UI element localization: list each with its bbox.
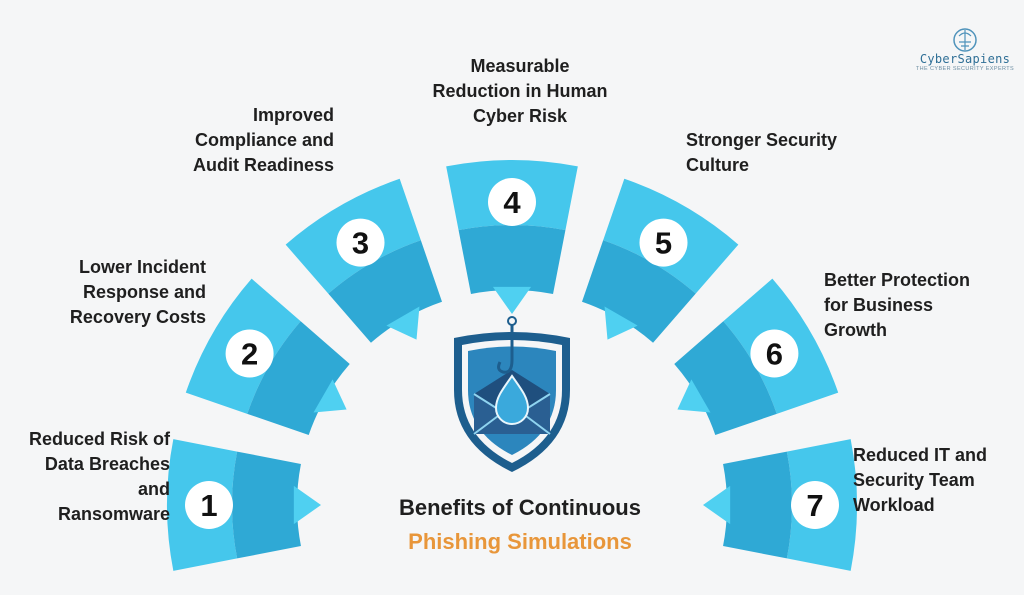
benefit-segment-2: 2 [185, 278, 350, 436]
shield-phishing-icon [454, 316, 570, 472]
benefit-segment-7: 7 [703, 439, 857, 571]
benefit-number: 4 [503, 185, 521, 220]
benefit-label-line: Stronger Security [686, 130, 838, 150]
benefit-number: 1 [200, 488, 217, 523]
benefit-label-line: Lower Incident [78, 257, 206, 277]
benefit-label-line: for Business [824, 295, 934, 315]
benefit-label-line: Reduced Risk of [28, 429, 170, 449]
benefit-label-line: Growth [824, 320, 887, 340]
benefit-label-line: Culture [686, 155, 749, 175]
benefit-label-line: Improved [252, 105, 334, 125]
benefit-segment-1: 1 [167, 439, 321, 571]
benefit-number: 7 [806, 488, 823, 523]
benefit-label-line: Audit Readiness [192, 155, 334, 175]
benefit-label-line: and [137, 479, 170, 499]
benefit-number: 2 [241, 337, 258, 372]
benefit-label-line: Measurable [470, 56, 570, 76]
benefit-segment-4: 4 [446, 160, 578, 314]
brain-circuit-icon [953, 28, 977, 52]
brand-logo: CyberSapiens THE CYBER SECURITY EXPERTS [915, 26, 1015, 72]
benefit-label-line: Compliance and [194, 130, 334, 150]
benefit-label-line: Cyber Risk [472, 106, 568, 126]
benefit-segment-3: 3 [285, 178, 443, 343]
benefit-label-line: Better Protection [824, 270, 971, 290]
benefit-label-line: Data Breaches [44, 454, 170, 474]
benefit-label-line: Ransomware [57, 504, 170, 524]
benefit-label-line: Workload [853, 495, 935, 515]
brand-tagline: THE CYBER SECURITY EXPERTS [915, 66, 1015, 72]
benefit-number: 6 [766, 337, 783, 372]
benefit-number: 5 [655, 226, 672, 261]
brand-name: CyberSapiens [919, 52, 1011, 66]
benefit-segment-5: 5 [581, 178, 739, 343]
benefit-label-line: Response and [82, 282, 206, 302]
diagram-subtitle: Phishing Simulations [408, 529, 632, 554]
benefit-segment-6: 6 [674, 278, 839, 436]
benefit-label-line: Reduction in Human [432, 81, 608, 101]
benefit-number: 3 [352, 226, 369, 261]
benefit-label-line: Recovery Costs [69, 307, 206, 327]
diagram-title: Benefits of Continuous [399, 495, 641, 520]
benefit-label-line: Security Team [853, 470, 975, 490]
benefit-label-line: Reduced IT and [853, 445, 988, 465]
segment-layer: 1 2 3 4 5 6 7 [167, 160, 857, 571]
